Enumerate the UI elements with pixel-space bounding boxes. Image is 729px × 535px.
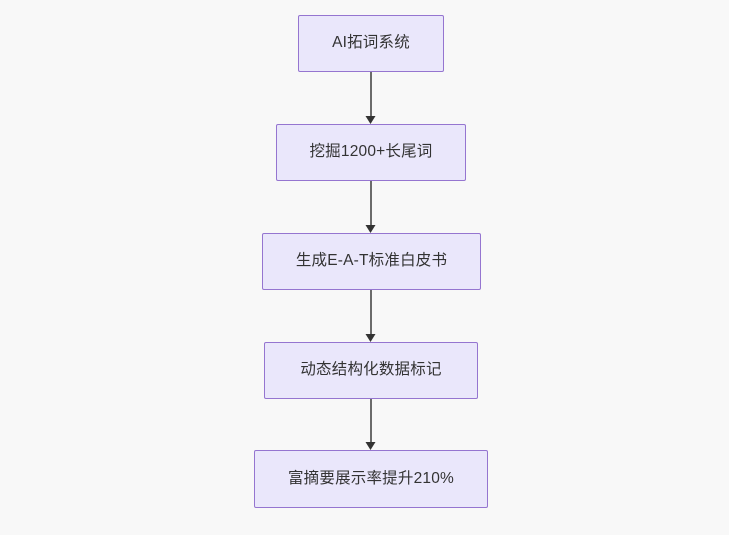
flowchart-node-label: 挖掘1200+长尾词 (309, 143, 433, 161)
flowchart-node-label: 动态结构化数据标记 (300, 361, 442, 379)
flowchart-node-label: 生成E-A-T标准白皮书 (295, 252, 448, 270)
flowchart-node-2[interactable]: 挖掘1200+长尾词 (276, 124, 466, 181)
flowchart-node-3[interactable]: 生成E-A-T标准白皮书 (262, 233, 481, 290)
flowchart-node-5[interactable]: 富摘要展示率提升210% (254, 450, 488, 508)
arrow-down-icon (365, 442, 376, 450)
flowchart-node-4[interactable]: 动态结构化数据标记 (264, 342, 478, 399)
flowchart-node-1[interactable]: AI拓词系统 (298, 15, 444, 72)
arrow-down-icon (365, 116, 376, 124)
flowchart-node-label: 富摘要展示率提升210% (287, 469, 455, 487)
edge-line (370, 290, 372, 335)
flowchart-node-label: AI拓词系统 (332, 34, 410, 52)
arrow-down-icon (365, 225, 376, 233)
edge-line (370, 399, 372, 443)
edge-line (370, 72, 372, 117)
arrow-down-icon (365, 334, 376, 342)
edge-line (370, 181, 372, 226)
